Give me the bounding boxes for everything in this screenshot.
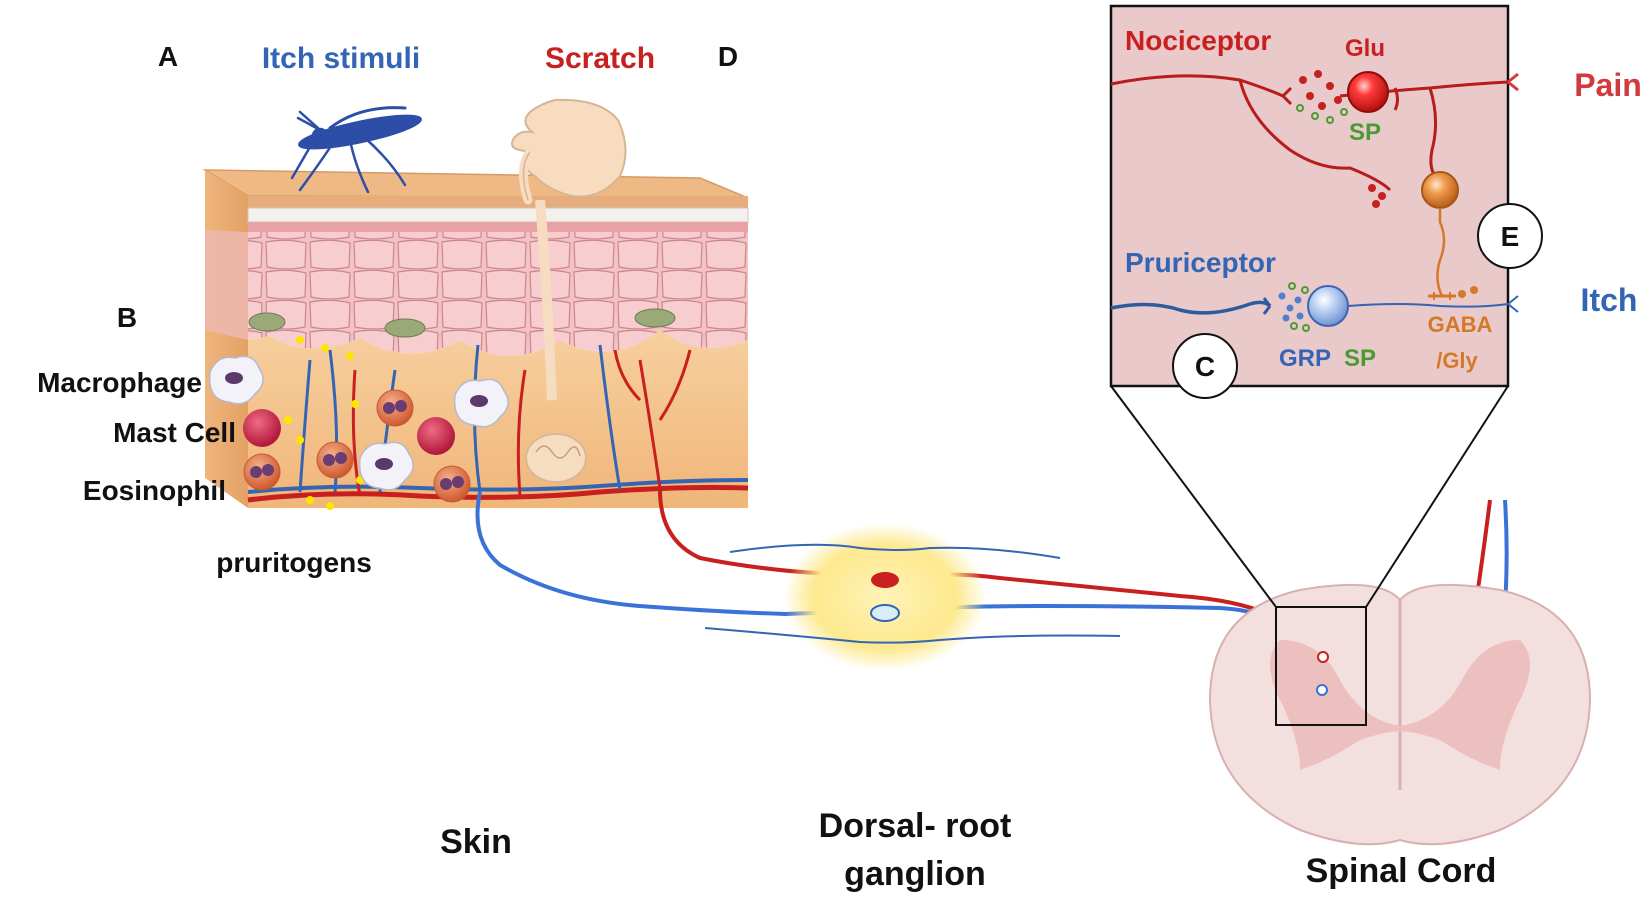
scratching-hand-icon xyxy=(511,98,627,205)
dorsal-root-ganglion xyxy=(704,523,1121,671)
gaba-label: GABA xyxy=(1428,312,1493,337)
mosquito-icon xyxy=(290,106,422,194)
panel-label-b: B xyxy=(117,302,137,333)
spinal-cord-label: Spinal Cord xyxy=(1306,852,1497,890)
epidermis-cell-layer xyxy=(248,232,748,356)
panel-label-e: E xyxy=(1501,221,1520,252)
mast-cell xyxy=(243,409,281,447)
eosinophil-cell xyxy=(243,453,281,491)
dorsal-horn-zoom-box xyxy=(1275,606,1367,726)
glu-label: Glu xyxy=(1345,35,1385,62)
macrophage-cell xyxy=(208,355,264,405)
eosinophil-cell xyxy=(376,389,414,427)
pain-label: Pain xyxy=(1574,67,1642,103)
itch-label: Itch xyxy=(1581,282,1638,318)
dorsal-horn-inset xyxy=(1109,4,1543,399)
panel-c-badge xyxy=(1172,333,1238,399)
gly-label: /Gly xyxy=(1436,348,1478,373)
macrophage-cell xyxy=(358,441,414,491)
mast-cell xyxy=(417,417,455,455)
itch-stimuli-label: Itch stimuli xyxy=(262,42,420,75)
sp-label-bottom: SP xyxy=(1344,345,1376,372)
skin-block xyxy=(202,169,749,510)
eosinophil-label: Eosinophil xyxy=(83,475,226,506)
grp-label: GRP xyxy=(1279,345,1331,372)
eosinophil-cell xyxy=(316,441,354,479)
panel-e-badge xyxy=(1477,203,1543,269)
drg-label-line1: Dorsal- root xyxy=(819,807,1012,845)
pruriceptor-neuron xyxy=(1307,285,1349,327)
skin-surface xyxy=(202,169,749,199)
nociceptor-neuron xyxy=(1347,71,1389,113)
pruriceptor-label: Pruriceptor xyxy=(1125,247,1276,278)
sweat-gland xyxy=(525,433,587,483)
panel-label-d: D xyxy=(718,41,738,72)
spinal-cord-section xyxy=(1208,583,1592,846)
skin-side-face xyxy=(205,170,248,508)
panel-label-a: A xyxy=(158,41,178,72)
eosinophil-cell xyxy=(433,465,471,503)
gray-matter xyxy=(1270,640,1530,770)
inhibitory-interneuron xyxy=(1421,171,1459,209)
scratch-label: Scratch xyxy=(545,42,655,75)
drg-label-line2: ganglion xyxy=(844,855,986,893)
panel-label-c: C xyxy=(1195,351,1215,382)
sp-label-top: SP xyxy=(1349,119,1381,146)
macrophage-cell xyxy=(453,378,509,428)
skin-label: Skin xyxy=(440,823,512,861)
mast-cell-label: Mast Cell xyxy=(113,417,236,448)
nociceptor-label: Nociceptor xyxy=(1125,25,1271,56)
pruritogens-label: pruritogens xyxy=(216,547,372,578)
macrophage-label: Macrophage xyxy=(37,367,202,398)
